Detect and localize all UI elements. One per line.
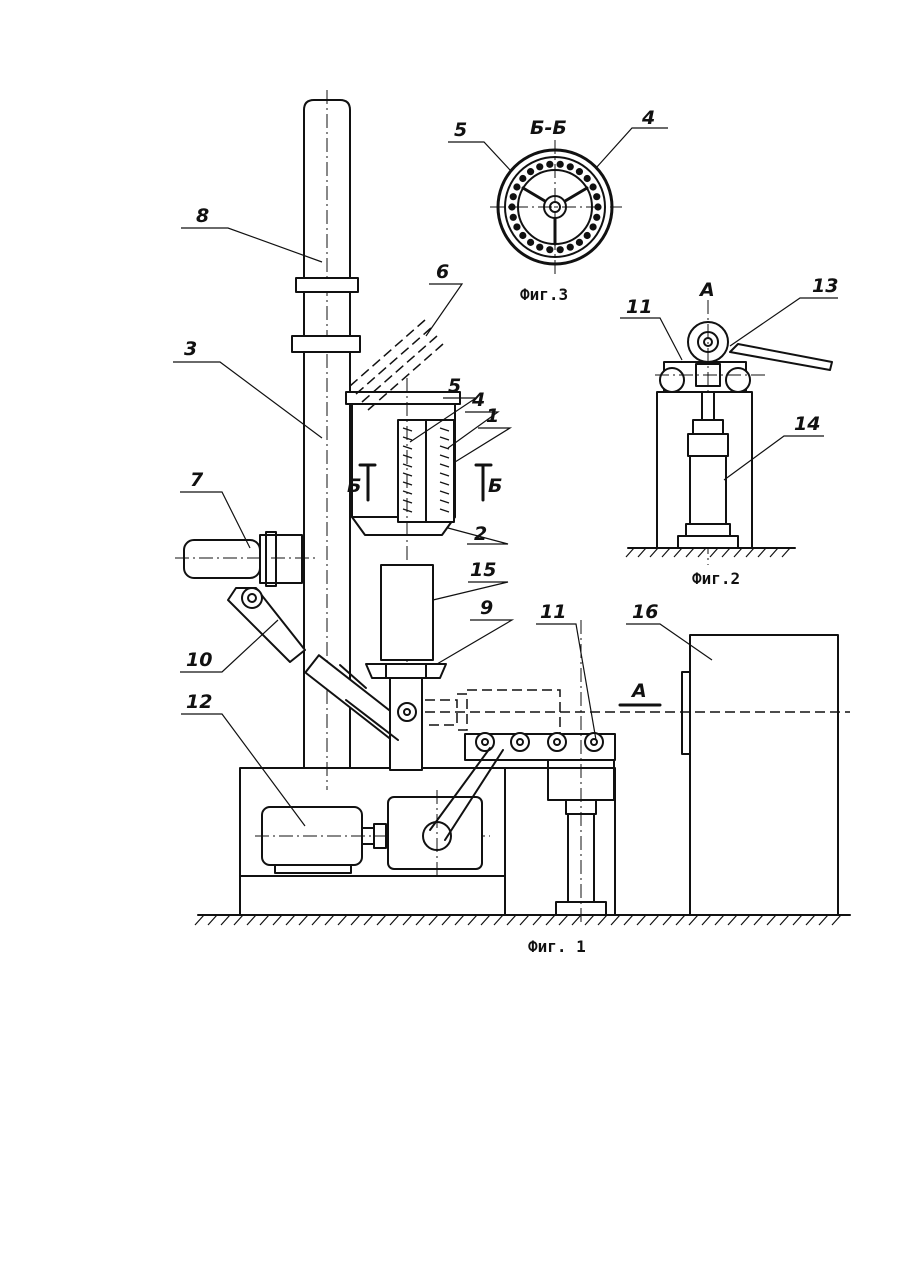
label-13-fig2: 13 [812, 275, 838, 297]
section-label-b-right: Б [488, 475, 502, 497]
punch-15 [381, 565, 433, 660]
label-11-fig2: 11 [626, 296, 652, 318]
label-11: 11 [540, 601, 566, 623]
label-9: 9 [480, 597, 493, 619]
label-4-fig3: 4 [641, 107, 655, 129]
label-5: 5 [448, 375, 461, 397]
mold-9 [366, 664, 446, 678]
label-3: 3 [184, 338, 197, 360]
figure-3: Б-Б 5 4 Фиг.3 [448, 107, 668, 304]
label-2: 2 [474, 523, 487, 545]
label-12: 12 [186, 691, 212, 713]
cylinder-14 [678, 392, 738, 548]
chamber-16 [425, 635, 850, 915]
label-1: 1 [486, 405, 499, 427]
mold-swing-position [425, 690, 560, 736]
ground-line [195, 915, 850, 925]
label-15: 15 [470, 559, 496, 581]
label-6: 6 [436, 261, 449, 283]
section-label-b-b: Б-Б [530, 117, 567, 139]
roller-pair-11 [660, 364, 750, 392]
label-5-fig3: 5 [454, 119, 467, 141]
view-label-a-fig2: А [698, 279, 715, 301]
label-14-fig2: 14 [794, 413, 820, 435]
label-7: 7 [190, 469, 204, 491]
section-label-b-left: Б [347, 475, 361, 497]
lift-cylinder [548, 620, 614, 925]
figure-2-caption: Фиг.2 [692, 569, 740, 588]
figure-3-caption: Фиг.3 [520, 285, 568, 304]
label-16: 16 [632, 601, 658, 623]
figure-1-caption: Фиг. 1 [528, 937, 586, 956]
view-label-a: А [630, 680, 647, 702]
label-10: 10 [186, 649, 212, 671]
figure-2: А 11 13 14 Фиг.2 [620, 275, 838, 588]
label-8: 8 [196, 205, 209, 227]
label-4: 4 [471, 389, 485, 411]
